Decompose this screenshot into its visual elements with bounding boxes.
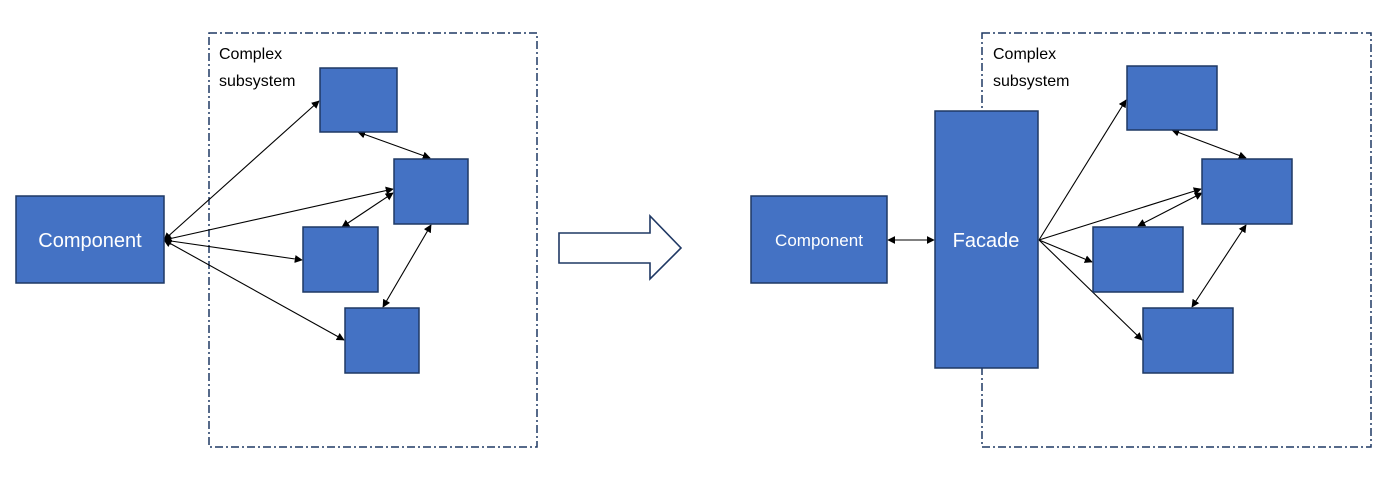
arrow-box-right-to-box-mid-after <box>1137 192 1203 227</box>
subsystem-box-bottom-before <box>344 307 420 374</box>
facade-label: Facade <box>953 230 1020 252</box>
subsystem-label-before: Complex subsystem <box>219 46 295 90</box>
component-box-before <box>15 195 165 284</box>
component-label-after: Component <box>775 231 863 250</box>
arrow-box-right-to-box-bottom-after <box>1191 224 1247 308</box>
facade-box <box>934 110 1039 369</box>
subsystem-box-right-after <box>1201 158 1293 225</box>
component-box-after <box>750 195 888 284</box>
arrows-before <box>163 100 432 341</box>
right-hollow-arrow-icon <box>558 214 683 281</box>
arrow-component-to-box-top <box>163 100 320 241</box>
arrow-box-right-to-box-mid <box>341 192 394 228</box>
arrows-after <box>887 99 1247 341</box>
arrow-box-top-to-box-right <box>357 130 431 160</box>
arrow-facade-to-box-top <box>1038 99 1127 241</box>
arrow-box-top-to-box-right-after <box>1171 128 1247 160</box>
subsystem-box-right-before <box>393 158 469 225</box>
arrow-component-to-box-mid <box>163 237 303 263</box>
subsystem-label-after: Complex subsystem <box>993 46 1069 90</box>
subsystem-box-top-before <box>319 67 398 133</box>
before-diagram: Complex subsystem Component <box>15 32 538 448</box>
subsystem-box-mid-after <box>1092 226 1184 293</box>
arrow-facade-to-box-bottom <box>1038 239 1143 341</box>
arrow-facade-to-box-mid <box>1038 239 1093 263</box>
component-label-before: Component <box>38 230 142 252</box>
subsystem-box-mid-before <box>302 226 379 293</box>
arrow-box-right-to-box-bottom <box>382 224 432 308</box>
arrow-component-to-box-bottom <box>163 239 345 341</box>
after-diagram: Complex subsystem Component Facade <box>750 32 1372 448</box>
subsystem-box-bottom-after <box>1142 307 1234 374</box>
subsystem-box-top-after <box>1126 65 1218 131</box>
